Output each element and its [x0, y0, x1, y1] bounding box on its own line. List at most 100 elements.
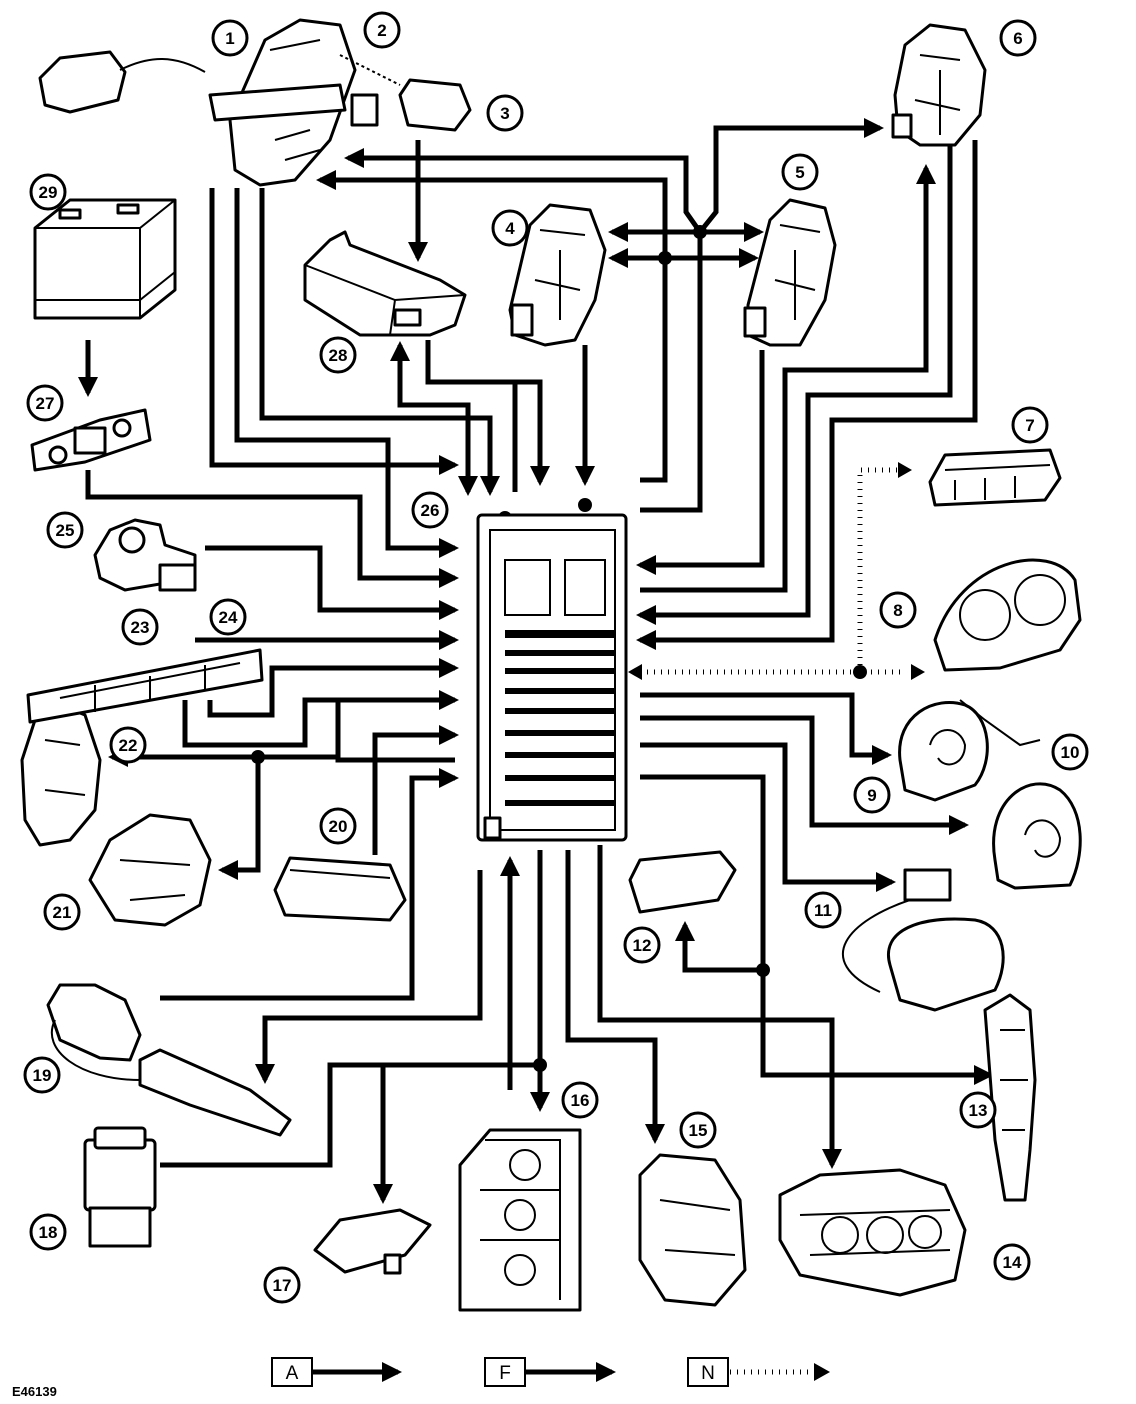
- callout-7: 7: [1011, 406, 1049, 444]
- tailgate-latch: [891, 23, 987, 147]
- callout-15: 15: [679, 1111, 717, 1149]
- callout-22: 22: [109, 726, 147, 764]
- network-n-wiring: [628, 462, 925, 680]
- junction: [533, 1058, 547, 1072]
- front-lamp: [638, 1153, 747, 1307]
- junction: [853, 665, 867, 679]
- callout-label: 22: [119, 736, 138, 755]
- interior-lamp: [273, 856, 407, 922]
- callout-label: 15: [689, 1121, 708, 1140]
- wire-28-26-a: [390, 341, 478, 496]
- wire-n-7: [857, 467, 905, 672]
- callout-2: 2: [363, 11, 401, 49]
- callout-label: 7: [1025, 416, 1034, 435]
- wire-6-26-b: [636, 140, 953, 625]
- callout-16: 16: [561, 1081, 599, 1119]
- headlamp: [778, 1168, 967, 1297]
- callout-label: 23: [131, 618, 150, 637]
- junction: [693, 225, 707, 239]
- callout-label: 28: [329, 346, 348, 365]
- callout-23: 23: [121, 608, 159, 646]
- wire-18: [160, 1062, 510, 1168]
- callout-label: 21: [53, 903, 72, 922]
- wire-26-11: [640, 742, 896, 892]
- wire-1-b: [234, 188, 459, 558]
- callout-label: 24: [219, 608, 238, 627]
- keyless-module: [303, 230, 467, 337]
- callout-19: 19: [23, 1056, 61, 1094]
- callout-5: 5: [781, 153, 819, 191]
- door-handle-assembly: [38, 18, 472, 187]
- callout-label: 13: [969, 1101, 988, 1120]
- junction: [578, 498, 592, 512]
- callout-25: 25: [46, 511, 84, 549]
- callout-18: 18: [29, 1213, 67, 1251]
- licence-plate-lamp: [313, 1208, 432, 1275]
- callout-label: 19: [33, 1066, 52, 1085]
- wire-6-26-c: [636, 140, 978, 650]
- wire-23b-26: [182, 690, 459, 748]
- callout-8: 8: [879, 591, 917, 629]
- instrument-cluster: [933, 558, 1082, 672]
- callout-label: 12: [633, 936, 652, 955]
- junction: [251, 750, 265, 764]
- alarm-sensor: [93, 518, 197, 592]
- callout-20: 20: [319, 807, 357, 845]
- callout-label: 27: [36, 394, 55, 413]
- wire-24-26: [207, 658, 459, 718]
- wire-27: [85, 470, 459, 588]
- callout-26: 26: [411, 491, 449, 529]
- legend-key: F: [499, 1363, 511, 1384]
- legend-key: N: [701, 1363, 715, 1384]
- callout-label: 6: [1013, 29, 1022, 48]
- legend: A F N: [271, 1357, 830, 1387]
- horn-left: [898, 699, 1041, 802]
- switch-pack: [928, 448, 1062, 507]
- callout-label: 16: [571, 1091, 590, 1110]
- callout-17: 17: [263, 1266, 301, 1304]
- callout-label: 26: [421, 501, 440, 520]
- callout-24: 24: [209, 598, 247, 636]
- callout-label: 29: [39, 183, 58, 202]
- wire-26-9: [640, 692, 892, 765]
- wire-bus-1: [316, 170, 668, 483]
- wire-26-13: [640, 774, 994, 1085]
- wire-28-26-c: [515, 379, 550, 486]
- wire-1-a: [209, 188, 459, 475]
- wire-6-26-a: [640, 175, 929, 593]
- wire-26-22: [108, 702, 341, 767]
- callout-12: 12: [623, 926, 661, 964]
- wire-n-8-arrow: [911, 664, 925, 680]
- door-latch-right: [743, 198, 837, 347]
- wire-26-12: [675, 921, 763, 973]
- callout-label: 9: [867, 786, 876, 805]
- callout-label: 14: [1003, 1253, 1022, 1272]
- wire-26-21: [218, 757, 261, 880]
- callout-label: 8: [893, 601, 902, 620]
- callout-label: 25: [56, 521, 75, 540]
- legend-item-f: F: [484, 1357, 616, 1387]
- horn-right: [992, 782, 1082, 890]
- wire-19-26: [160, 768, 459, 1001]
- legend-key: A: [286, 1363, 299, 1384]
- callout-29: 29: [29, 173, 67, 211]
- fusible-link: [30, 408, 152, 472]
- legend-item-a: A: [271, 1357, 402, 1387]
- wire-20-26: [372, 725, 459, 855]
- callout-label: 17: [273, 1276, 292, 1295]
- callout-1: 1: [211, 19, 249, 57]
- callout-9: 9: [853, 776, 891, 814]
- wire-n-26-arrow: [628, 664, 642, 680]
- callout-label: 1: [225, 29, 234, 48]
- wiring-harness: [78, 118, 994, 1204]
- junction: [756, 963, 770, 977]
- bonnet-latch: [88, 813, 212, 927]
- callout-label: 5: [795, 163, 804, 182]
- callout-3: 3: [486, 94, 524, 132]
- drawing-code: E46139: [12, 1384, 57, 1399]
- callout-10: 10: [1051, 733, 1089, 771]
- callout-label: 18: [39, 1223, 58, 1242]
- legend-item-n: N: [687, 1357, 830, 1387]
- callout-label: 10: [1061, 743, 1080, 762]
